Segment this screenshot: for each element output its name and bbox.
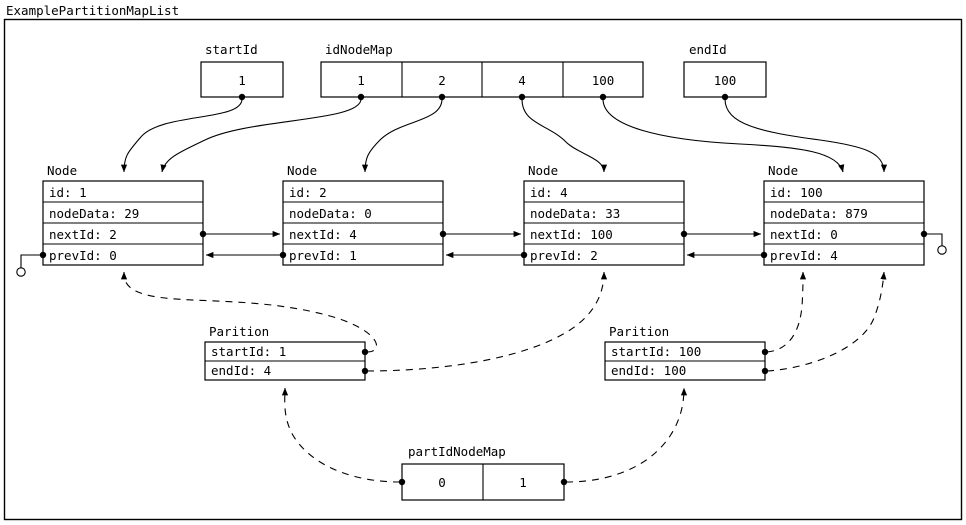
endid-box[interactable] [683, 61, 767, 98]
partition-1-endid-dot [761, 367, 769, 375]
endid-anchor-dot [721, 93, 729, 101]
node-2-field-previd: prevId: 2 [530, 248, 598, 263]
idnodemap-cell-2: 4 [518, 73, 526, 88]
edge-partidnodemap-0-to-partition-0 [281, 387, 401, 483]
node-1-field-previd: prevId: 1 [289, 248, 357, 263]
edge-idnodemap-1-to-node-1 [361, 98, 443, 173]
partition-0-field-startid: startId: 1 [211, 344, 286, 359]
edge-partition-1-startid-to-node-3 [766, 271, 807, 353]
node-2-label: Node [528, 163, 558, 178]
startid-cell-0: 1 [238, 73, 246, 88]
node-0-field-previd: prevId: 0 [49, 248, 117, 263]
edge-endid-to-node-3 [724, 98, 888, 173]
edge-partition-1-endid-to-node-3 [766, 271, 887, 372]
partition-1-label: Parition [609, 324, 669, 339]
partition-0-startid-dot [361, 348, 369, 356]
edge-partition-0-endid-to-node-2 [366, 271, 608, 372]
partidnodemap-cell-0: 0 [438, 475, 446, 490]
partidnodemap-label: partIdNodeMap [408, 444, 506, 459]
idnodemap-cell-1: 2 [438, 73, 446, 88]
node-1-label: Node [287, 163, 317, 178]
node-3-field-previd: prevId: 4 [770, 248, 838, 263]
diagram-title: ExamplePartitionMapList [6, 3, 180, 18]
idnodemap-cell-3: 100 [592, 73, 615, 88]
idnodemap-anchor-dot-1 [438, 93, 446, 101]
node-1-field-nextid: nextId: 4 [289, 227, 357, 242]
endid-label: endId [689, 42, 727, 57]
edge-idnodemap-2-to-node-2 [521, 98, 608, 173]
idnodemap-label: idNodeMap [325, 42, 393, 57]
partidnodemap-cell-1: 1 [519, 475, 527, 490]
edge-idnodemap-0-to-node-0 [160, 98, 362, 173]
partition-0-field-endid: endId: 4 [211, 363, 271, 378]
edge-node-3-next-null [924, 233, 943, 246]
node-2-field-nodedata: nodeData: 33 [530, 206, 620, 221]
partition-0-label: Parition [209, 324, 269, 339]
node-0-field-nextid: nextId: 2 [49, 227, 117, 242]
endid-cell-0: 100 [714, 73, 737, 88]
diagram-frame [3, 18, 963, 521]
node-2-field-id: id: 4 [530, 185, 568, 200]
partidnodemap-dot-right [560, 478, 568, 486]
edge-partidnodemap-1-to-partition-1 [565, 387, 688, 483]
edge-startid-to-node-0 [120, 98, 243, 173]
idnodemap-anchor-dot-3 [599, 93, 607, 101]
partition-1-field-startid: startId: 100 [611, 344, 701, 359]
startid-label: startId [205, 42, 258, 57]
edge-node-0-prev-null [20, 254, 43, 268]
node-0-prev-null-marker [16, 267, 26, 277]
partition-1-field-endid: endId: 100 [611, 363, 686, 378]
edge-partition-0-startid-to-node-0 [120, 271, 377, 353]
node-2-field-nextid: nextId: 100 [530, 227, 613, 242]
startid-anchor-dot [238, 93, 246, 101]
startid-box[interactable] [200, 61, 284, 98]
node-1-field-nodedata: nodeData: 0 [289, 206, 372, 221]
partition-1-startid-dot [761, 348, 769, 356]
node-0-field-id: id: 1 [49, 185, 87, 200]
partidnodemap-dot-left [398, 478, 406, 486]
node-0-label: Node [47, 163, 77, 178]
node-3-label: Node [768, 163, 798, 178]
node-3-field-nodedata: nodeData: 879 [770, 206, 868, 221]
node-3-next-null-marker [937, 245, 947, 255]
idnodemap-anchor-dot-2 [518, 93, 526, 101]
idnodemap-cell-0: 1 [357, 73, 365, 88]
node-3-field-nextid: nextId: 0 [770, 227, 838, 242]
idnodemap-anchor-dot-0 [357, 93, 365, 101]
edge-idnodemap-3-to-node-3 [602, 98, 845, 173]
node-0-field-nodedata: nodeData: 29 [49, 206, 139, 221]
partition-0-endid-dot [361, 367, 369, 375]
node-1-field-id: id: 2 [289, 185, 327, 200]
node-3-field-id: id: 100 [770, 185, 823, 200]
